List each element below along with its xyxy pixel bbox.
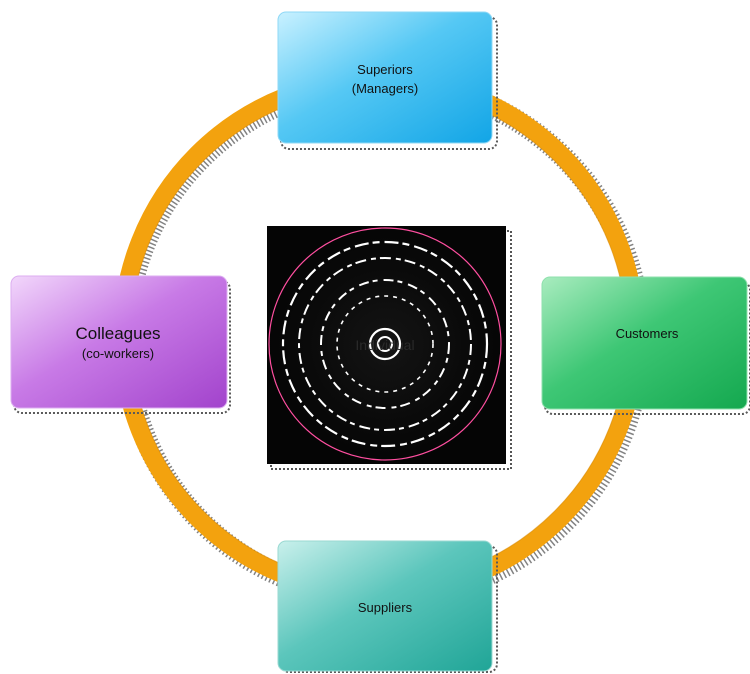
center-ring-5 (368, 327, 402, 361)
customers-node: Customers (541, 276, 750, 415)
center-outer-circle (268, 227, 502, 461)
colleagues-node: Colleagues (co-workers) (10, 275, 231, 414)
center-ring-3 (320, 279, 450, 409)
center-label: Individual (355, 337, 414, 353)
colleagues-sublabel: (co-workers) (82, 346, 154, 361)
center-background (267, 226, 506, 464)
suppliers-box (277, 540, 493, 672)
colleagues-label: Colleagues (75, 324, 160, 343)
center-node: Individual (267, 226, 512, 470)
center-ring-4 (336, 295, 434, 393)
center-ring-6 (377, 336, 393, 352)
superiors-node: Superiors (Managers) (277, 11, 498, 150)
superiors-sublabel: (Managers) (352, 81, 418, 96)
customers-label: Customers (616, 326, 679, 341)
customers-box (541, 276, 748, 410)
superiors-box (277, 11, 493, 144)
center-ring-1 (281, 240, 489, 448)
superiors-label: Superiors (357, 62, 413, 77)
suppliers-label: Suppliers (358, 600, 413, 615)
suppliers-node: Suppliers (277, 540, 498, 673)
colleagues-box (10, 275, 228, 409)
center-ring-2 (298, 257, 472, 431)
